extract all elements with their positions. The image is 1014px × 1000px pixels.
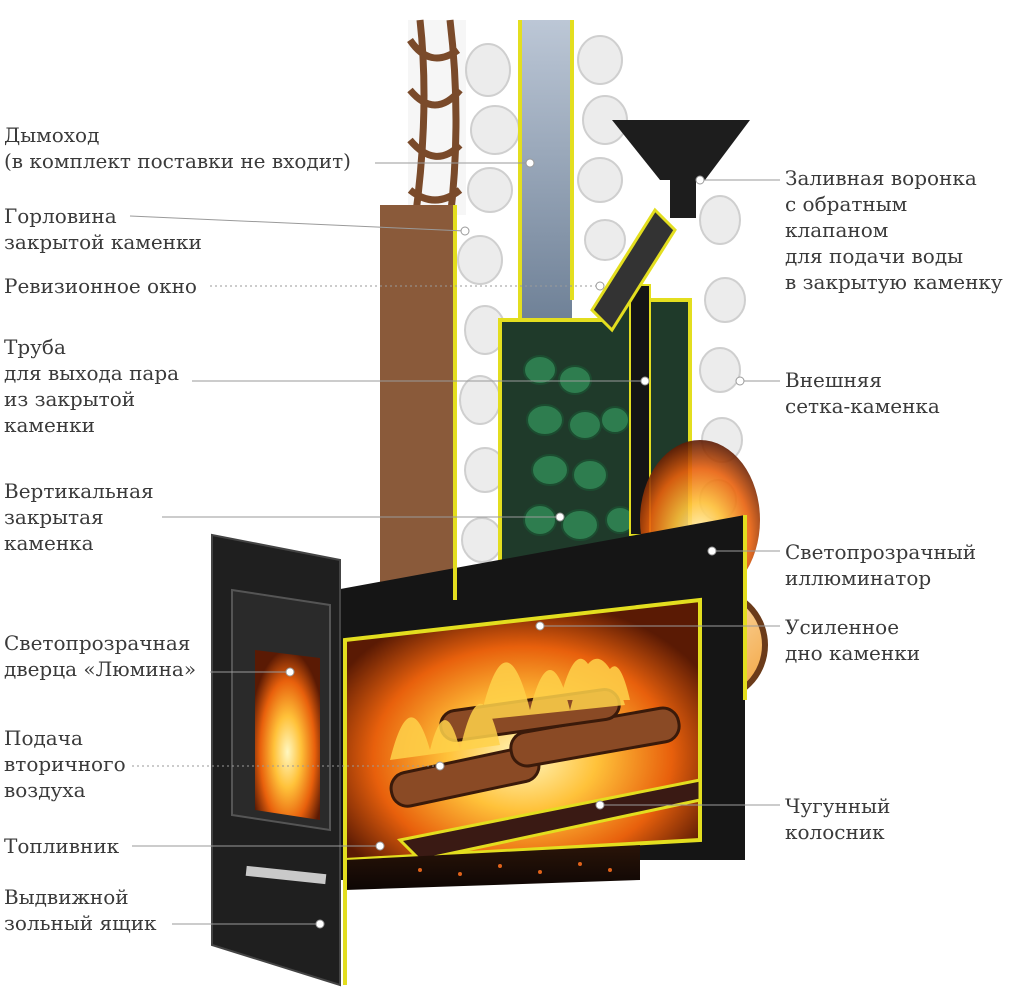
label-line: Труба xyxy=(4,335,66,359)
label-line: Топливник xyxy=(4,834,120,858)
label-vertical-closed-heater: Вертикальная закрытая каменка xyxy=(4,478,154,556)
label-line: вторичного xyxy=(4,752,126,776)
label-steam-pipe: Труба для выхода пара из закрытой каменк… xyxy=(4,334,179,438)
label-line: Внешняя xyxy=(785,368,883,392)
label-line: Подача xyxy=(4,726,83,750)
label-line: для подачи воды xyxy=(785,244,964,268)
label-line: колосник xyxy=(785,820,885,844)
label-line: (в комплект поставки не входит) xyxy=(4,149,351,173)
label-line: Заливная воронка xyxy=(785,166,977,190)
label-water-funnel: Заливная воронка с обратным клапаном для… xyxy=(785,165,1003,295)
label-line: каменка xyxy=(4,531,94,555)
label-porthole: Светопрозрачный иллюминатор xyxy=(785,539,976,591)
firebox-body xyxy=(335,515,745,890)
label-chimney: Дымоход (в комплект поставки не входит) xyxy=(4,122,351,174)
leader-lines xyxy=(129,162,780,925)
label-line: Светопрозрачная xyxy=(4,631,191,655)
label-line: сетка-каменка xyxy=(785,394,940,418)
label-inspection-window: Ревизионное окно xyxy=(4,273,197,299)
label-line: зольный ящик xyxy=(4,911,157,935)
label-line: Ревизионное окно xyxy=(4,274,197,298)
label-line: Усиленное xyxy=(785,615,900,639)
label-line: Дымоход xyxy=(4,123,100,147)
label-line: Светопрозрачный xyxy=(785,540,977,564)
label-neck: Горловина закрытой каменки xyxy=(4,203,202,255)
label-line: дно каменки xyxy=(785,641,921,665)
cutaway-outline xyxy=(343,20,747,985)
neck-cladding xyxy=(380,205,455,600)
label-line: закрытая xyxy=(4,505,104,529)
label-line: дверца «Люмина» xyxy=(4,657,197,681)
label-line: клапаном xyxy=(785,218,889,242)
label-line: Чугунный xyxy=(785,794,891,818)
label-cast-iron-grate: Чугунный колосник xyxy=(785,793,890,845)
label-secondary-air: Подача вторичного воздуха xyxy=(4,725,126,803)
label-line: закрытой каменки xyxy=(4,230,202,254)
label-line: Вертикальная xyxy=(4,479,154,503)
label-door-lumina: Светопрозрачная дверца «Люмина» xyxy=(4,630,196,682)
label-firebox: Топливник xyxy=(4,833,119,859)
label-reinforced-bottom: Усиленное дно каменки xyxy=(785,614,920,666)
leader-dots xyxy=(285,158,745,929)
chimney-steam xyxy=(520,20,572,320)
label-line: воздуха xyxy=(4,778,86,802)
label-line: из закрытой xyxy=(4,387,136,411)
label-line: Горловина xyxy=(4,204,117,228)
label-line: в закрытую каменку xyxy=(785,270,1003,294)
label-line: иллюминатор xyxy=(785,566,932,590)
chimney-mesh xyxy=(407,19,466,221)
label-line: Выдвижной xyxy=(4,885,129,909)
water-funnel-shape xyxy=(590,120,750,333)
label-line: с обратным xyxy=(785,192,908,216)
label-outer-mesh: Внешняя сетка-каменка xyxy=(785,367,940,419)
label-line: для выхода пара xyxy=(4,361,180,385)
front-door-shape xyxy=(211,533,341,987)
label-line: каменки xyxy=(4,413,95,437)
label-ash-drawer: Выдвижной зольный ящик xyxy=(4,884,157,936)
